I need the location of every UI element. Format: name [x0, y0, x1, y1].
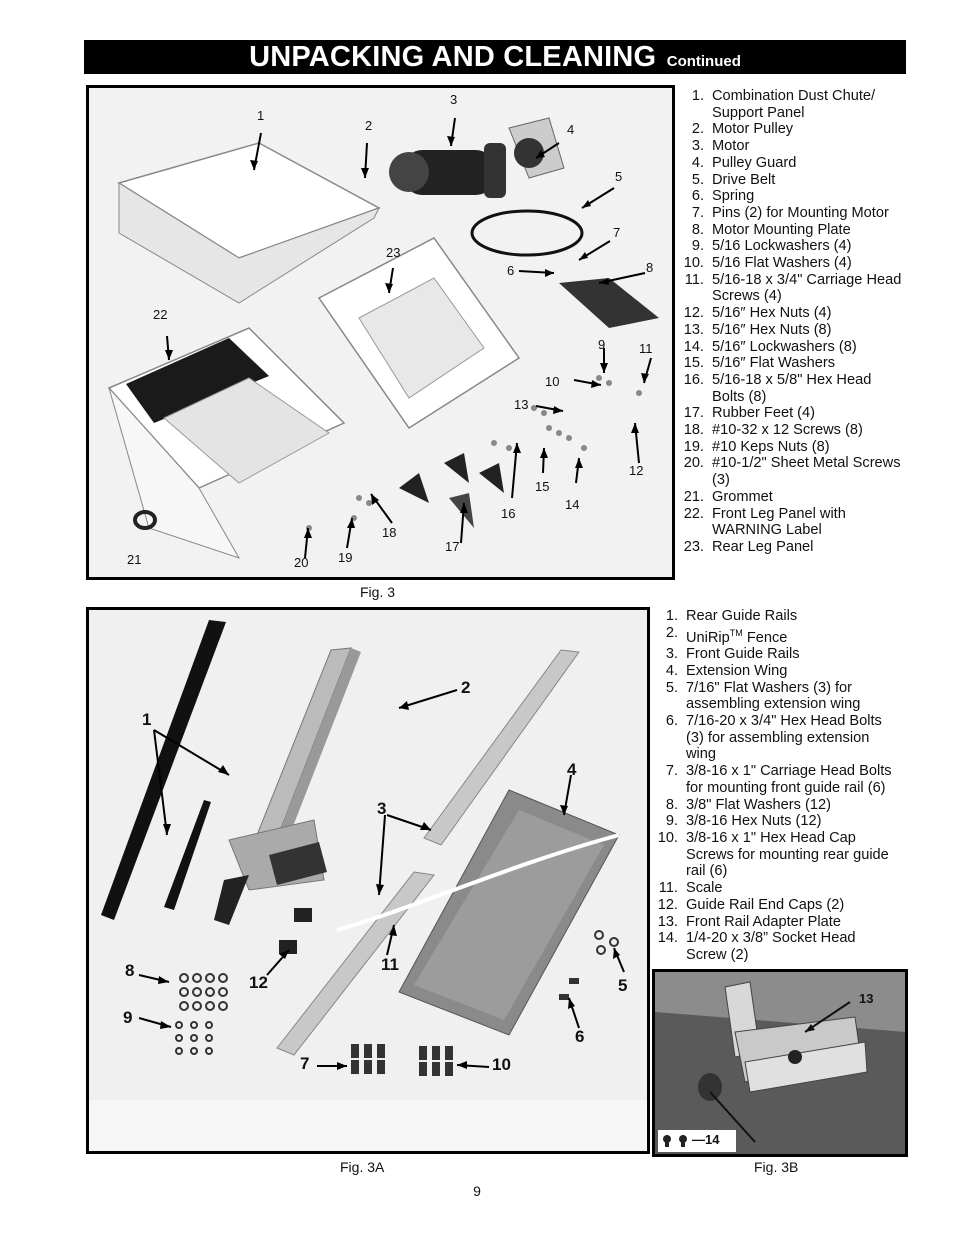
list-item: 17.Rubber Feet (4)	[683, 405, 816, 422]
fig3-callout-19: 19	[338, 550, 353, 565]
fig3-parts-list: 1.Combination Dust Chute/ Support Panel …	[680, 88, 902, 556]
list-item: 4.Pulley Guard	[691, 154, 797, 171]
fig3a-callout-9: 9	[123, 1008, 133, 1027]
list-item: 21.Grommet	[683, 488, 773, 505]
figure-3-illustration	[89, 88, 672, 577]
list-item: 13.Front Rail Adapter Plate	[657, 913, 841, 930]
list-item: 1.Rear Guide Rails	[665, 608, 798, 624]
fig3b-caption: Fig. 3B	[754, 1159, 799, 1175]
list-item: 18.#10-32 x 12 Screws (8)	[683, 422, 863, 439]
list-item: 3.Front Guide Rails	[665, 646, 800, 663]
list-item: 20.#10-1/2" Sheet Metal Screws (3)	[683, 455, 901, 489]
list-item: 11.Scale	[658, 880, 723, 897]
list-item: 10.3/8-16 x 1" Hex Head Cap Screws for m…	[657, 830, 889, 880]
fig3-callout-4: 4	[567, 122, 575, 137]
fig3a-callout-4: 4	[567, 760, 577, 779]
fig3-callout-5: 5	[615, 169, 623, 184]
fig3b-callout-13: 13	[859, 991, 874, 1006]
list-item: 9.5/16 Lockwashers (4)	[691, 238, 852, 255]
fig3a-callout-11: 11	[381, 955, 399, 974]
fig3a-callout-10: 10	[492, 1055, 511, 1074]
fig3a-callout-8: 8	[125, 961, 135, 980]
fig3a-caption: Fig. 3A	[340, 1159, 385, 1175]
fig3-callout-12: 12	[629, 463, 644, 478]
list-item: 8.Motor Mounting Plate	[691, 221, 851, 238]
figure-3b-photo: 13 —14	[652, 969, 908, 1157]
fig3-callout-10: 10	[545, 374, 560, 389]
list-item: 23.Rear Leg Panel	[683, 538, 814, 555]
figure-3b-illustration	[655, 972, 905, 1154]
list-item: 12.5/16″ Hex Nuts (4)	[683, 305, 832, 322]
page-number: 9	[473, 1183, 481, 1199]
list-item: 2.Motor Pulley	[691, 121, 794, 138]
list-item: 5.Drive Belt	[691, 171, 776, 188]
fig3-callout-11: 11	[639, 341, 653, 356]
fig3-callout-15: 15	[535, 479, 550, 494]
list-item: 15.5/16″ Flat Washers	[683, 355, 836, 372]
list-item: 14.1/4-20 x 3/8” Socket Head Screw (2)	[657, 930, 856, 963]
fig3b-callout-14: —14	[692, 1132, 720, 1147]
fig3-callout-2: 2	[365, 118, 373, 133]
fig3-callout-1: 1	[257, 108, 265, 123]
list-item: 5.7/16" Flat Washers (3) for assembling …	[665, 679, 861, 713]
list-item: 3.Motor	[691, 138, 750, 155]
list-item: 13.5/16″ Hex Nuts (8)	[683, 321, 832, 338]
list-item: 12.Guide Rail End Caps (2)	[657, 896, 845, 913]
fig3a-callout-12: 12	[249, 973, 268, 992]
list-item: 11.5/16-18 x 3/4" Carriage Head Screws (…	[684, 271, 902, 305]
list-item: 19.#10 Keps Nuts (8)	[683, 438, 830, 455]
list-item: 2.UniRipTM Fence	[665, 624, 788, 646]
list-item: 10.5/16 Flat Washers (4)	[683, 255, 852, 272]
list-item: 16.5/16-18 x 5/8" Hex Head Bolts (8)	[683, 371, 872, 405]
fig3-callout-16: 16	[501, 506, 516, 521]
fig3-callout-21: 21	[127, 552, 142, 567]
list-item: 22.Front Leg Panel with WARNING Label	[683, 505, 846, 539]
list-item: 9.3/8-16 Hex Nuts (12)	[665, 813, 822, 830]
fig3-callout-3: 3	[450, 92, 458, 107]
fig3-callout-23: 23	[386, 245, 401, 260]
fig3-callout-13: 13	[514, 397, 529, 412]
list-item: 8.3/8" Flat Washers (12)	[665, 796, 831, 813]
fig3-callout-9: 9	[598, 337, 606, 352]
list-item: 7.Pins (2) for Mounting Motor	[691, 204, 889, 221]
fig3a-callout-2: 2	[461, 678, 471, 697]
figure-3a-illustration	[89, 610, 647, 1151]
list-item: 7.3/8-16 x 1" Carriage Head Bolts for mo…	[665, 763, 892, 796]
list-item: 14.5/16″ Lockwashers (8)	[683, 338, 857, 355]
fig3-callout-6: 6	[507, 263, 515, 278]
section-subtitle: Continued	[666, 53, 741, 70]
fig3a-callout-5: 5	[618, 976, 628, 995]
list-item: 1.Combination Dust Chute/ Support Panel	[691, 88, 876, 121]
fig3-callout-7: 7	[613, 225, 621, 240]
figure-3a-photo: 1 2 3 4 5 6 7 8 9 10 11 12	[86, 607, 650, 1154]
fig3a-callout-1: 1	[142, 710, 152, 729]
section-title: UNPACKING AND CLEANING	[249, 41, 657, 73]
fig3-callout-17: 17	[445, 539, 460, 554]
list-item: 6.Spring	[691, 188, 755, 205]
section-header: UNPACKING AND CLEANING Continued	[84, 40, 906, 74]
fig3a-callout-6: 6	[575, 1027, 585, 1046]
fig3-callout-18: 18	[382, 525, 397, 540]
fig3-callout-8: 8	[646, 260, 654, 275]
fig3a-callout-7: 7	[300, 1054, 310, 1073]
list-item: 4.Extension Wing	[665, 662, 788, 679]
figure-3-photo: 1 2 3 4 5 6 7 8 9 10 11 12 13 14 15 16 1…	[86, 85, 675, 580]
fig3-callout-20: 20	[294, 555, 309, 570]
fig3-caption: Fig. 3	[360, 584, 396, 600]
fig3-callout-22: 22	[153, 307, 168, 322]
fig3a-parts-list: 1.Rear Guide Rails 2.UniRipTM Fence 3.Fr…	[654, 608, 900, 964]
fig3-callout-14: 14	[565, 497, 580, 512]
list-item: 6.7/16-20 x 3/4" Hex Head Bolts (3) for …	[665, 713, 882, 763]
fig3a-callout-3: 3	[377, 799, 387, 818]
